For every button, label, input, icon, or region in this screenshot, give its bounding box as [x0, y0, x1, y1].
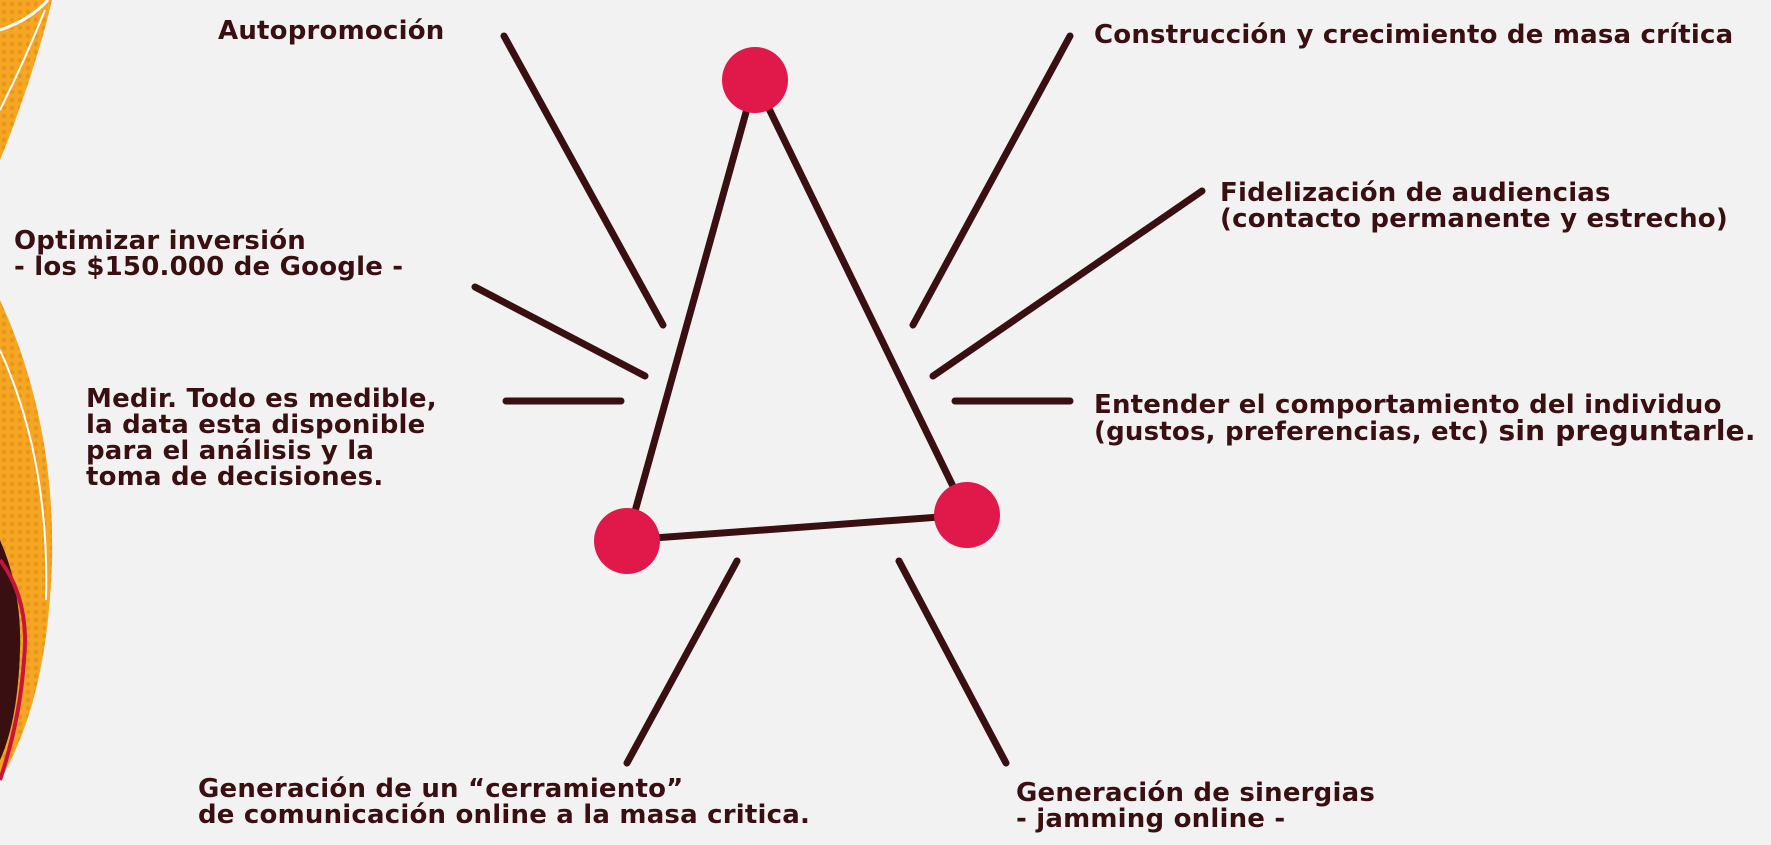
label-entender: Entender el comportamiento del individuo…: [1094, 392, 1756, 445]
deco-white-stroke-1: [0, 0, 50, 32]
ray-sinergias: [895, 557, 1010, 767]
deco-white-stroke-2: [0, 9, 46, 111]
label-medir-line1: Medir. Todo es medible,: [86, 384, 437, 414]
node-bottom-left: [594, 508, 660, 574]
label-optimizar: Optimizar inversión - los $150.000 de Go…: [14, 228, 403, 280]
label-cerramiento: Generación de un “cerramiento” de comuni…: [198, 776, 810, 828]
triangle-edge-bottom: [623, 511, 971, 544]
label-optimizar-line2: - los $150.000 de Google -: [14, 252, 404, 282]
label-entender-line1: Entender el comportamiento del individuo: [1094, 390, 1722, 420]
ray-fidelizacion: [929, 187, 1206, 380]
decorative-band: [0, 0, 53, 781]
label-entender-line2-a: (gustos, preferencias, etc): [1094, 417, 1490, 447]
label-construccion-text: Construcción y crecimiento de masa críti…: [1094, 20, 1734, 50]
ray-cerramiento: [623, 557, 741, 767]
deco-dark-bottom: [0, 540, 21, 760]
label-medir: Medir. Todo es medible, la data esta dis…: [86, 386, 437, 490]
label-construccion: Construcción y crecimiento de masa críti…: [1094, 22, 1733, 48]
label-entender-line2-b: sin preguntarle.: [1498, 414, 1756, 447]
label-fidelizacion: Fidelización de audiencias (contacto per…: [1220, 180, 1728, 232]
node-bottom-right: [934, 482, 1000, 548]
label-medir-line2: la data esta disponible: [86, 410, 426, 440]
label-fidelizacion-line1: Fidelización de audiencias: [1220, 178, 1611, 208]
triangle-edge-right: [751, 76, 971, 519]
label-entender-line2: (gustos, preferencias, etc) sin pregunta…: [1094, 417, 1756, 447]
deco-white-stroke-3: [0, 349, 48, 601]
ray-construccion: [909, 32, 1074, 329]
ray-autopromocion: [500, 32, 667, 329]
label-cerramiento-line2: de comunicación online a la masa critica…: [198, 800, 811, 830]
label-cerramiento-line1: Generación de un “cerramiento”: [198, 774, 684, 804]
node-top: [722, 47, 788, 113]
label-autopromocion: Autopromoción: [218, 18, 444, 44]
label-sinergias-line2: - jamming online -: [1016, 804, 1286, 834]
label-medir-line4: toma de decisiones.: [86, 462, 384, 492]
deco-orange-top-dots: [0, 0, 52, 160]
label-autopromocion-text: Autopromoción: [218, 16, 445, 46]
label-sinergias-line1: Generación de sinergias: [1016, 778, 1376, 808]
deco-red-bottom: [0, 558, 27, 781]
label-medir-line3: para el análisis y la: [86, 436, 375, 466]
ray-optimizar: [471, 283, 649, 380]
label-optimizar-line1: Optimizar inversión: [14, 226, 306, 256]
label-fidelizacion-line2: (contacto permanente y estrecho): [1220, 204, 1728, 234]
triangle-edge-left: [623, 76, 759, 544]
label-sinergias: Generación de sinergias - jamming online…: [1016, 780, 1375, 832]
